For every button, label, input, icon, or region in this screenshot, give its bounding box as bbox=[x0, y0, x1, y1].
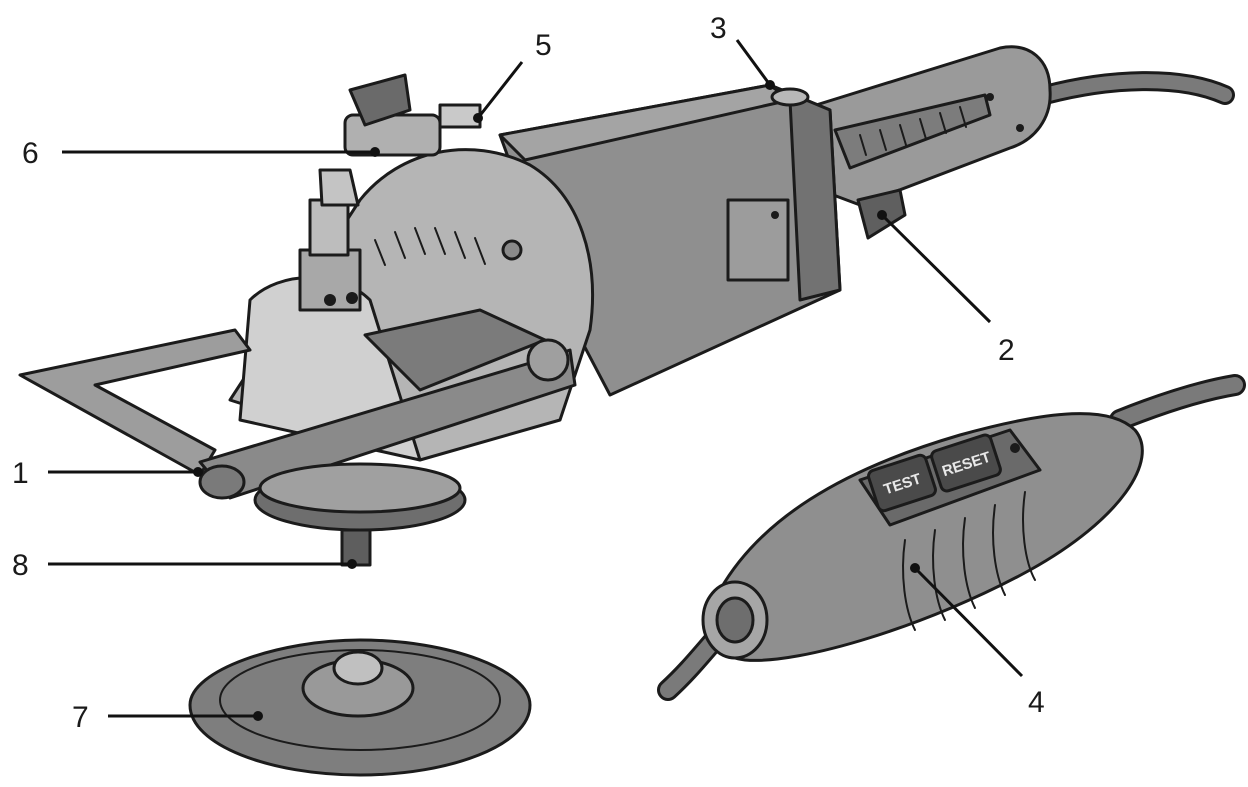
backing-pad bbox=[188, 638, 532, 777]
leader-dot-3 bbox=[765, 80, 775, 90]
bow-handle bbox=[18, 308, 577, 500]
leader-5 bbox=[476, 61, 524, 119]
water-fitting bbox=[298, 73, 482, 312]
callout-2: 2 bbox=[998, 334, 1015, 367]
leader-4 bbox=[913, 566, 1024, 678]
leader-2 bbox=[880, 213, 992, 324]
leader-dot-2 bbox=[877, 210, 887, 220]
leader-3 bbox=[735, 39, 772, 86]
indicator-light bbox=[1010, 443, 1020, 453]
leader-dot-4 bbox=[910, 563, 920, 573]
rear-handle bbox=[798, 45, 1052, 207]
callout-7: 7 bbox=[72, 701, 89, 734]
spindle-lock-button bbox=[770, 87, 810, 107]
leader-lines bbox=[48, 39, 1024, 721]
callout-labels: 1 2 3 4 5 6 7 8 bbox=[12, 12, 1045, 734]
spindle-flange bbox=[253, 462, 467, 567]
leader-dot-7 bbox=[253, 711, 263, 721]
leader-dot-8 bbox=[347, 559, 357, 569]
callout-5: 5 bbox=[535, 29, 552, 62]
callout-3: 3 bbox=[710, 12, 727, 45]
callout-6: 6 bbox=[22, 137, 39, 170]
reset-button[interactable]: RESET bbox=[930, 433, 1002, 493]
callout-8: 8 bbox=[12, 549, 29, 582]
prcd-safety-switch: TEST RESET bbox=[657, 374, 1246, 701]
callout-1: 1 bbox=[12, 457, 29, 490]
power-cable bbox=[1035, 71, 1235, 105]
callout-4: 4 bbox=[1028, 686, 1045, 719]
test-button[interactable]: TEST bbox=[867, 453, 937, 513]
leader-dot-1 bbox=[193, 467, 203, 477]
leader-dot-5 bbox=[473, 113, 483, 123]
leader-dot-6 bbox=[370, 147, 380, 157]
